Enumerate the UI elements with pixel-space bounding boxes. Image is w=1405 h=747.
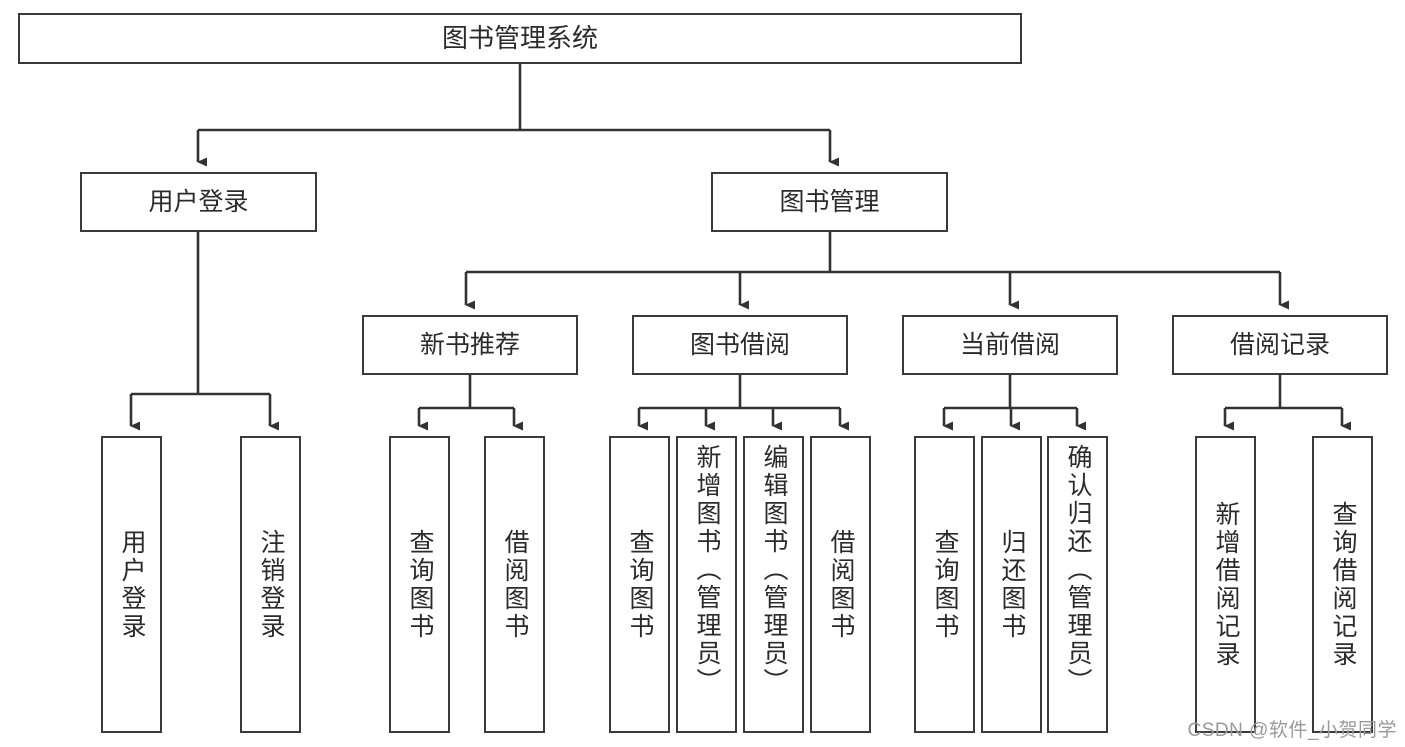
node-current-borrow[interactable]: 当前借阅 bbox=[902, 315, 1118, 375]
node-label: 借阅记录 bbox=[1229, 331, 1330, 359]
node-leaf-current-borrow-query[interactable]: 查询图书 bbox=[914, 436, 975, 733]
csdn-watermark: CSDN @软件_小贺同学 bbox=[1187, 720, 1397, 741]
node-leaf-book-borrow-edit[interactable]: 编辑图书（管理员） bbox=[743, 436, 804, 733]
node-label: 新增图书（管理员） bbox=[693, 444, 721, 696]
node-label: 借阅图书 bbox=[827, 528, 855, 641]
node-leaf-new-book-borrow[interactable]: 借阅图书 bbox=[484, 436, 545, 733]
node-label: 用户登录 bbox=[118, 528, 146, 641]
node-label: 确认归还（管理员） bbox=[1064, 444, 1092, 696]
node-label: 查询图书 bbox=[406, 528, 434, 641]
node-label: 归还图书 bbox=[998, 528, 1026, 641]
node-root-book-management-system[interactable]: 图书管理系统 bbox=[18, 13, 1022, 64]
node-leaf-new-book-query[interactable]: 查询图书 bbox=[389, 436, 450, 733]
node-label: 查询借阅记录 bbox=[1329, 500, 1357, 669]
node-leaf-borrow-record-query[interactable]: 查询借阅记录 bbox=[1312, 436, 1373, 733]
node-label: 查询图书 bbox=[626, 528, 654, 641]
node-user-login[interactable]: 用户登录 bbox=[80, 172, 317, 232]
node-leaf-user-login-signin[interactable]: 用户登录 bbox=[101, 436, 162, 733]
node-leaf-user-login-signout[interactable]: 注销登录 bbox=[240, 436, 301, 733]
node-leaf-current-borrow-return[interactable]: 归还图书 bbox=[981, 436, 1042, 733]
node-book-management[interactable]: 图书管理 bbox=[711, 172, 948, 232]
node-leaf-book-borrow-borrow[interactable]: 借阅图书 bbox=[810, 436, 871, 733]
node-leaf-book-borrow-add[interactable]: 新增图书（管理员） bbox=[676, 436, 737, 733]
node-leaf-current-borrow-confirm-return[interactable]: 确认归还（管理员） bbox=[1047, 436, 1108, 733]
node-borrow-record[interactable]: 借阅记录 bbox=[1172, 315, 1388, 375]
node-label: 新书推荐 bbox=[419, 331, 520, 359]
node-label: 编辑图书（管理员） bbox=[760, 444, 788, 696]
node-label: 查询图书 bbox=[931, 528, 959, 641]
node-label: 当前借阅 bbox=[959, 331, 1060, 359]
node-label: 图书管理系统 bbox=[441, 22, 598, 53]
node-label: 注销登录 bbox=[257, 528, 285, 641]
node-label: 新增借阅记录 bbox=[1212, 500, 1240, 669]
node-label: 用户登录 bbox=[148, 188, 249, 216]
node-label: 借阅图书 bbox=[501, 528, 529, 641]
node-leaf-borrow-record-add[interactable]: 新增借阅记录 bbox=[1195, 436, 1256, 733]
node-label: 图书管理 bbox=[779, 188, 880, 216]
node-leaf-book-borrow-query[interactable]: 查询图书 bbox=[609, 436, 670, 733]
node-label: 图书借阅 bbox=[689, 331, 790, 359]
node-new-book-recommend[interactable]: 新书推荐 bbox=[362, 315, 578, 375]
node-book-borrow[interactable]: 图书借阅 bbox=[632, 315, 848, 375]
